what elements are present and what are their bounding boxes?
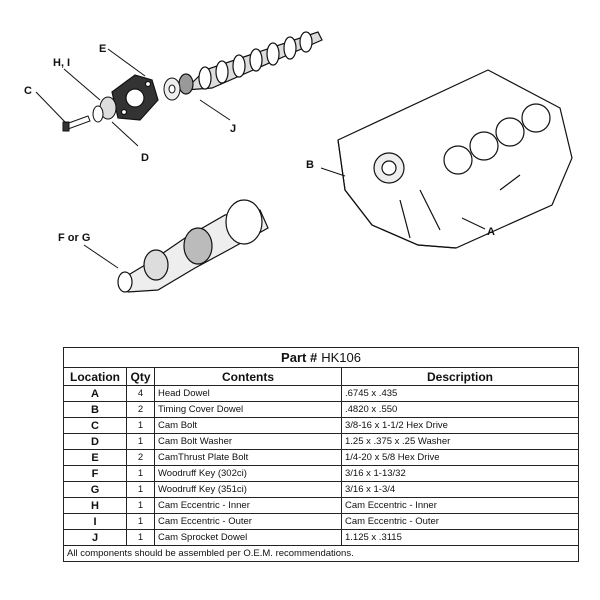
- cell-contents: Head Dowel: [154, 385, 342, 402]
- parts-table: Part #HK106 Location Qty Contents Descri…: [63, 347, 579, 562]
- cell-qty: 1: [126, 513, 155, 530]
- cell-qty: 1: [126, 417, 155, 434]
- cell-contents: CamThrust Plate Bolt: [154, 449, 342, 466]
- table-title-row: Part #HK106: [63, 347, 579, 368]
- cell-contents: Cam Eccentric - Outer: [154, 513, 342, 530]
- callout-d: D: [141, 152, 149, 164]
- parts-table-container: Part #HK106 Location Qty Contents Descri…: [63, 347, 579, 562]
- cell-qty: 2: [126, 449, 155, 466]
- camshaft-illustration: [178, 31, 323, 95]
- cam-sprocket-dowel: [163, 77, 181, 101]
- cell-qty: 1: [126, 481, 155, 498]
- cell-location: B: [63, 401, 127, 418]
- cell-location: C: [63, 417, 127, 434]
- cam-eccentric-illustration: [92, 96, 117, 123]
- crankshaft-illustration: [117, 199, 269, 293]
- cell-contents: Cam Bolt Washer: [154, 433, 342, 450]
- cell-contents: Timing Cover Dowel: [154, 401, 342, 418]
- header-qty: Qty: [126, 367, 155, 386]
- cell-description: 1.125 x .3115: [341, 529, 579, 546]
- callout-b: B: [306, 159, 314, 171]
- cell-location: A: [63, 385, 127, 402]
- table-header-row: Location Qty Contents Description: [63, 367, 579, 386]
- cell-description: 3/16 x 1-13/32: [341, 465, 579, 482]
- cell-qty: 4: [126, 385, 155, 402]
- part-number: HK106: [321, 349, 361, 365]
- callout-j: J: [230, 123, 236, 135]
- cell-contents: Cam Sprocket Dowel: [154, 529, 342, 546]
- cell-location: H: [63, 497, 127, 514]
- exploded-parts-diagram: E H, I C J D B A F or G: [24, 31, 573, 293]
- callout-a: A: [487, 226, 495, 238]
- cell-contents: Cam Eccentric - Inner: [154, 497, 342, 514]
- cell-location: I: [63, 513, 127, 530]
- engine-block-illustration: [337, 69, 573, 249]
- cell-qty: 1: [126, 433, 155, 450]
- callout-c: C: [24, 85, 32, 97]
- part-label: Part #: [281, 349, 318, 365]
- header-location: Location: [63, 367, 127, 386]
- cell-contents: Woodruff Key (351ci): [154, 481, 342, 498]
- callout-e: E: [99, 43, 106, 55]
- footer-note: All components should be assembled per O…: [63, 545, 579, 562]
- table-title: Part #HK106: [63, 347, 579, 368]
- cell-description: .6745 x .435: [341, 385, 579, 402]
- leader-lines: [35, 48, 486, 269]
- cell-description: 1/4-20 x 5/8 Hex Drive: [341, 449, 579, 466]
- cell-description: 1.25 x .375 x .25 Washer: [341, 433, 579, 450]
- cell-contents: Cam Bolt: [154, 417, 342, 434]
- cell-description: 3/16 x 1-3/4: [341, 481, 579, 498]
- cell-qty: 1: [126, 529, 155, 546]
- table-footer-row: All components should be assembled per O…: [63, 545, 579, 562]
- cell-description: Cam Eccentric - Outer: [341, 513, 579, 530]
- callout-h-i: H, I: [53, 57, 70, 69]
- callout-f-or-g: F or G: [58, 232, 90, 244]
- header-description: Description: [341, 367, 579, 386]
- cell-location: F: [63, 465, 127, 482]
- cell-location: D: [63, 433, 127, 450]
- cell-description: 3/8-16 x 1-1/2 Hex Drive: [341, 417, 579, 434]
- cell-qty: 1: [126, 497, 155, 514]
- thrust-plate-illustration: [111, 74, 159, 121]
- cell-qty: 1: [126, 465, 155, 482]
- cam-bolt-illustration: [62, 115, 91, 132]
- cell-contents: Woodruff Key (302ci): [154, 465, 342, 482]
- cell-location: E: [63, 449, 127, 466]
- cell-location: G: [63, 481, 127, 498]
- cell-qty: 2: [126, 401, 155, 418]
- header-contents: Contents: [154, 367, 342, 386]
- cell-location: J: [63, 529, 127, 546]
- cell-description: .4820 x .550: [341, 401, 579, 418]
- cell-description: Cam Eccentric - Inner: [341, 497, 579, 514]
